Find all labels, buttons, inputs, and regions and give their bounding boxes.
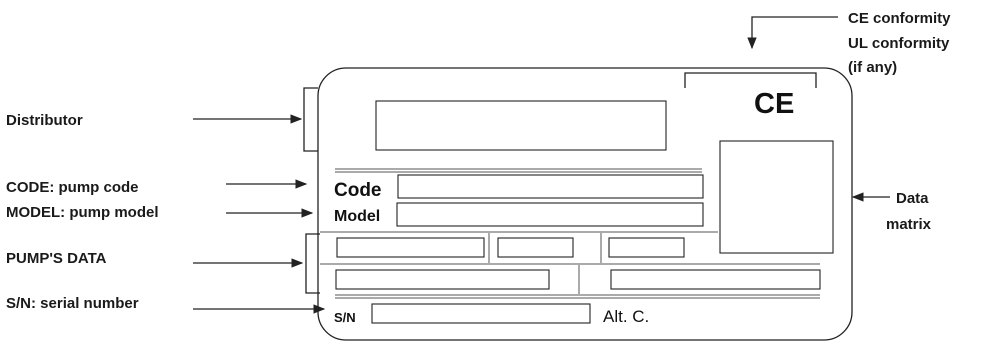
distributor-bracket: [303, 87, 318, 152]
callout-ce: CE conformity: [848, 10, 951, 27]
sn-field: [371, 303, 591, 324]
code-field: [397, 174, 704, 199]
pump-data-field-4: [335, 269, 550, 290]
callout-matrix: matrix: [886, 216, 932, 233]
pump-data-field-1: [336, 237, 485, 258]
callout-data: Data: [896, 190, 929, 207]
model-field: [396, 202, 704, 227]
callout-code: CODE: pump code: [6, 179, 139, 196]
callout-pump-data: PUMP'S DATA: [6, 250, 107, 267]
data-matrix-box: [719, 140, 834, 254]
alt-c-label: Alt. C.: [603, 307, 649, 326]
ce-mark: CE: [754, 88, 794, 120]
code-label: Code: [334, 180, 382, 201]
callout-if-any: (if any): [848, 59, 897, 76]
model-label: Model: [334, 208, 380, 225]
callout-serial: S/N: serial number: [6, 295, 139, 312]
pump-data-field-2: [497, 237, 574, 258]
conformity-bracket: [684, 72, 817, 88]
callout-ul: UL conformity: [848, 35, 950, 52]
conformity-arrow: [747, 16, 838, 50]
callout-distributor: Distributor: [6, 112, 83, 129]
pump-data-field-5: [610, 269, 821, 290]
sn-label: S/N: [334, 310, 356, 325]
pump-data-field-3: [608, 237, 685, 258]
pump-data-bracket: [305, 233, 320, 294]
distributor-field: [375, 100, 667, 151]
nameplate-outline: [317, 67, 853, 341]
callout-model: MODEL: pump model: [6, 204, 159, 221]
